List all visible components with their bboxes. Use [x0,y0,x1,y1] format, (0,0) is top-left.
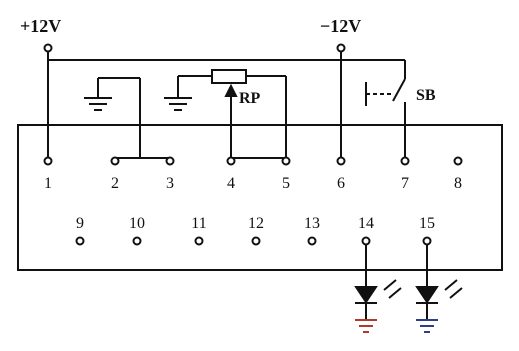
led-pin-15 [415,245,463,320]
pin-12 [251,236,261,246]
positive-supply-label: +12V [20,16,61,36]
pin-label: 11 [191,215,206,232]
pin-label: 12 [248,215,264,232]
pin-label: 8 [454,175,462,192]
positive-supply-rail [43,43,406,158]
switch-label: SB [416,87,436,104]
bottom-pin-row [75,236,432,246]
led-pin-14 [354,245,402,320]
pin-4 [226,156,236,166]
pin-label: 2 [111,175,119,192]
pin-5 [281,156,291,166]
switch-sb [365,78,406,158]
pin-1 [43,156,53,166]
pin-7 [400,156,410,166]
bottom-pin-labels: 9 10 11 12 13 14 15 [76,215,435,232]
pin-label: 13 [304,215,320,232]
pin-label: 15 [419,215,435,232]
ground-symbol-led-15 [416,319,438,333]
pin-3 [165,156,175,166]
module-body [17,124,503,271]
ground-symbol-pins-2-3 [84,77,141,158]
pin-9 [75,236,85,246]
pin-label: 1 [44,175,52,192]
pin-label: 5 [282,175,290,192]
pin-6 [336,156,346,166]
pin-8 [453,156,463,166]
pin-label: 6 [337,175,345,192]
pin-label: 7 [401,175,409,192]
pin-11 [194,236,204,246]
potentiometer-label: RP [239,90,261,107]
ground-symbol-led-14 [355,319,377,333]
pin-label: 3 [166,175,174,192]
pin-14 [361,236,371,246]
pin-2 [110,156,120,166]
potentiometer-rp [164,69,287,158]
pin-label: 10 [129,215,145,232]
negative-supply-label: −12V [320,16,361,36]
negative-supply-rail [336,43,346,158]
pin-13 [307,236,317,246]
pin-15 [422,236,432,246]
pin-label: 9 [76,215,84,232]
top-pin-labels: 1 2 3 4 5 6 7 8 [44,175,462,192]
pin-label: 4 [227,175,235,192]
pin-10 [132,236,142,246]
pin-label: 14 [358,215,374,232]
top-pin-row [43,156,463,166]
